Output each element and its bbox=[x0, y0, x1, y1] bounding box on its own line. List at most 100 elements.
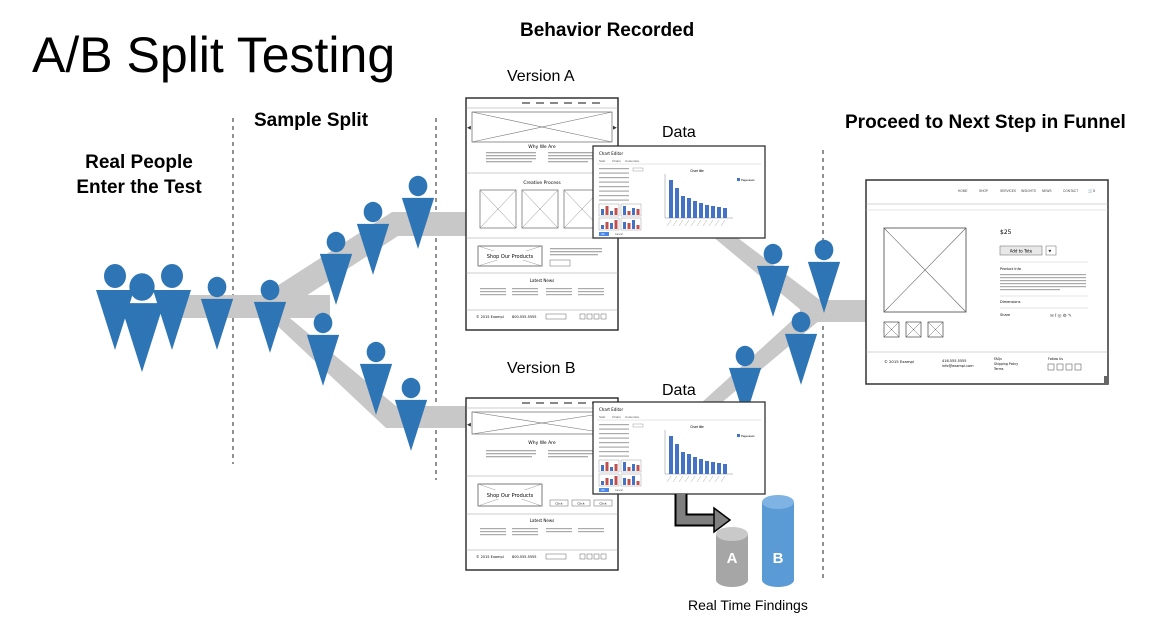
panel-tab: Charts bbox=[612, 415, 621, 419]
product-share: Share bbox=[1000, 313, 1010, 317]
mock-a-phone: 800.555.5555 bbox=[512, 315, 537, 319]
version-a-label: Version A bbox=[507, 68, 575, 85]
chart-bar bbox=[687, 454, 691, 474]
svg-text:▶: ▶ bbox=[613, 125, 617, 131]
panel-tab: Charts bbox=[612, 159, 621, 163]
version-b-label: Version B bbox=[507, 360, 576, 377]
panel-cancel: Cancel bbox=[615, 489, 623, 492]
product-faq: FAQs bbox=[994, 357, 1002, 361]
product-nav: HOME SHOP SERVICES INSIGHTS NEWS CONTACT bbox=[958, 189, 1078, 193]
chart-bar bbox=[711, 206, 715, 218]
mock-b-btn-2: Click bbox=[577, 502, 584, 506]
product-follow: Follow Us bbox=[1048, 357, 1063, 361]
person-icon bbox=[756, 243, 790, 317]
person-icon bbox=[728, 345, 762, 419]
mock-b-phone: 800.555.5555 bbox=[512, 555, 537, 559]
chart-bar bbox=[699, 459, 703, 474]
panel-chart-title: Chart title bbox=[690, 169, 704, 173]
panel-ok: OK bbox=[601, 233, 605, 236]
panel-ok: OK bbox=[601, 489, 605, 492]
people-group bbox=[96, 175, 841, 451]
svg-text:✉ f ◎ ⚙ ✎: ✉ f ◎ ⚙ ✎ bbox=[1050, 313, 1072, 318]
panel-tab: Start bbox=[599, 159, 606, 163]
chart-bar bbox=[693, 457, 697, 474]
mock-a-shop: Shop Our Products bbox=[487, 254, 534, 260]
chart-bar bbox=[705, 205, 709, 218]
mock-a-why: Why We Are bbox=[528, 144, 556, 150]
database-a-icon: A bbox=[716, 527, 748, 587]
product-email: info@exampl.com bbox=[942, 364, 974, 368]
panel-legend: Pageviews bbox=[741, 434, 755, 438]
chart-bar bbox=[669, 180, 673, 218]
chart-bar bbox=[717, 207, 721, 218]
product-shipping: Shipping Policy bbox=[994, 362, 1018, 366]
product-nav-item: SERVICES bbox=[1000, 189, 1016, 193]
chart-bar bbox=[675, 444, 679, 474]
product-nav-item: SHOP bbox=[979, 189, 988, 193]
person-icon bbox=[784, 311, 818, 385]
database-b-label: B bbox=[773, 550, 784, 567]
panel-title: Chart Editor bbox=[599, 407, 623, 412]
svg-text:◀: ◀ bbox=[467, 422, 471, 428]
person-icon bbox=[401, 175, 435, 249]
mock-a-creative: Creative Process bbox=[523, 180, 561, 186]
panel-chart-title: Chart title bbox=[690, 425, 704, 429]
chart-bar bbox=[693, 201, 697, 218]
chart-bar bbox=[723, 208, 727, 218]
product-footer: © 2015 Exampl bbox=[884, 359, 914, 364]
person-icon bbox=[120, 273, 164, 373]
chart-bar bbox=[681, 452, 685, 474]
chart-bar bbox=[717, 463, 721, 474]
proceed-label: Proceed to Next Step in Funnel bbox=[845, 112, 1126, 133]
product-nav-item: NEWS bbox=[1042, 189, 1052, 193]
product-nav-item: INSIGHTS bbox=[1021, 189, 1036, 193]
person-icon bbox=[807, 239, 841, 313]
person-icon bbox=[356, 201, 390, 275]
svg-text:🛒0: 🛒0 bbox=[1088, 188, 1096, 193]
product-add-button: Add to Tote bbox=[1010, 249, 1033, 254]
chart-bar bbox=[705, 461, 709, 474]
person-icon bbox=[394, 377, 428, 451]
findings-label: Real Time Findings bbox=[688, 597, 808, 613]
svg-text:◀: ◀ bbox=[467, 125, 471, 131]
mock-b-news: Latest News bbox=[530, 518, 554, 523]
panel-tab: Customize bbox=[625, 159, 640, 163]
product-dimensions: Dimensions bbox=[1000, 300, 1021, 304]
product-info: Product Info bbox=[1000, 267, 1021, 271]
chart-bar bbox=[669, 436, 673, 474]
chart-bar bbox=[681, 196, 685, 218]
panel-legend: Pageviews bbox=[741, 178, 755, 182]
product-nav-item: CONTACT bbox=[1063, 189, 1078, 193]
chart-bar bbox=[711, 462, 715, 474]
product-terms: Terms bbox=[993, 367, 1004, 371]
panel-tab: Customize bbox=[625, 415, 640, 419]
real-people-label: Real People Enter the Test bbox=[76, 152, 202, 198]
database-b-icon: B bbox=[762, 495, 794, 587]
chart-bar bbox=[675, 188, 679, 218]
mock-a-news: Latest News bbox=[530, 278, 554, 283]
mock-b-why: Why We Are bbox=[528, 440, 556, 446]
person-icon bbox=[253, 279, 287, 353]
person-icon bbox=[359, 341, 393, 415]
svg-text:♥: ♥ bbox=[1049, 249, 1052, 255]
behavior-recorded-label: Behavior Recorded bbox=[520, 20, 695, 41]
chart-bar bbox=[723, 464, 727, 474]
product-price: $25 bbox=[1000, 229, 1012, 236]
sample-split-label: Sample Split bbox=[254, 110, 369, 131]
person-icon bbox=[200, 276, 234, 350]
page-title: A/B Split Testing bbox=[32, 27, 396, 83]
product-page-mockup: HOME SHOP SERVICES INSIGHTS NEWS CONTACT 🛒0 $… bbox=[865, 179, 1109, 385]
person-icon bbox=[319, 231, 353, 305]
person-icon bbox=[306, 312, 340, 386]
mock-b-btn-3: Click bbox=[599, 502, 606, 506]
product-nav-item: HOME bbox=[958, 189, 968, 193]
data-b-label: Data bbox=[662, 382, 696, 399]
mock-a-footer: © 2015 Exampl bbox=[476, 315, 504, 319]
data-a-label: Data bbox=[662, 124, 696, 141]
panel-tab: Start bbox=[599, 415, 606, 419]
chart-bar bbox=[699, 203, 703, 218]
